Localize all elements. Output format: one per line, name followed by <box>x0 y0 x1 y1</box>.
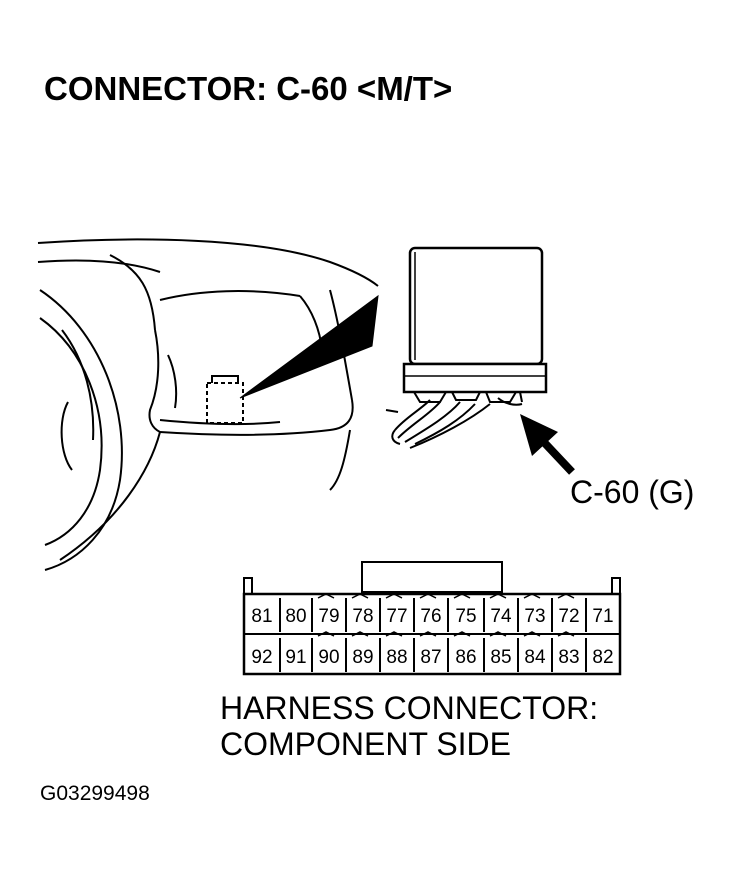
dashboard-illustration <box>37 238 379 571</box>
pin-label: 71 <box>592 606 613 627</box>
pin-label: 90 <box>318 647 339 668</box>
harness-caption: HARNESS CONNECTOR: COMPONENT SIDE <box>220 690 598 762</box>
pin-label: 88 <box>386 647 407 668</box>
pin-label: 85 <box>490 647 511 668</box>
pin-label: 87 <box>420 647 441 668</box>
pointer-wedge <box>239 294 379 399</box>
top-row-pins: 81 80 79 78 77 76 75 74 73 72 71 <box>251 606 613 627</box>
diagram-title: CONNECTOR: C-60 <M/T> <box>44 70 453 107</box>
connector-latch <box>361 561 503 593</box>
pin-label: 84 <box>524 647 546 668</box>
pin-label: 80 <box>285 606 306 627</box>
pin-label: 82 <box>592 647 613 668</box>
figure-id: G03299498 <box>40 782 150 805</box>
bottom-row-pins: 92 91 90 89 88 87 86 85 84 83 82 <box>251 647 613 668</box>
bottom-row-dividers <box>279 638 587 672</box>
pin-label: 74 <box>490 606 512 627</box>
harness-connector <box>242 561 622 676</box>
pin-label: 76 <box>420 606 441 627</box>
caption-line-2: COMPONENT SIDE <box>220 726 511 762</box>
caption-line-1: HARNESS CONNECTOR: <box>220 690 599 726</box>
pin-label: 91 <box>285 647 306 668</box>
pin-label: 86 <box>455 647 476 668</box>
pin-label: 79 <box>318 606 339 627</box>
pin-label: 81 <box>251 606 272 627</box>
top-row-dividers <box>279 598 587 632</box>
pin-label: 78 <box>352 606 373 627</box>
connector-callout-label: C-60 (G) <box>570 474 695 510</box>
pin-label: 72 <box>558 606 579 627</box>
pin-label: 92 <box>251 647 272 668</box>
pin-label: 77 <box>386 606 407 627</box>
pin-label: 73 <box>524 606 545 627</box>
callout-arrow <box>520 414 575 475</box>
ecu-module <box>385 246 548 449</box>
pin-label: 75 <box>455 606 476 627</box>
pin-label: 83 <box>558 647 579 668</box>
pin-label: 89 <box>352 647 373 668</box>
